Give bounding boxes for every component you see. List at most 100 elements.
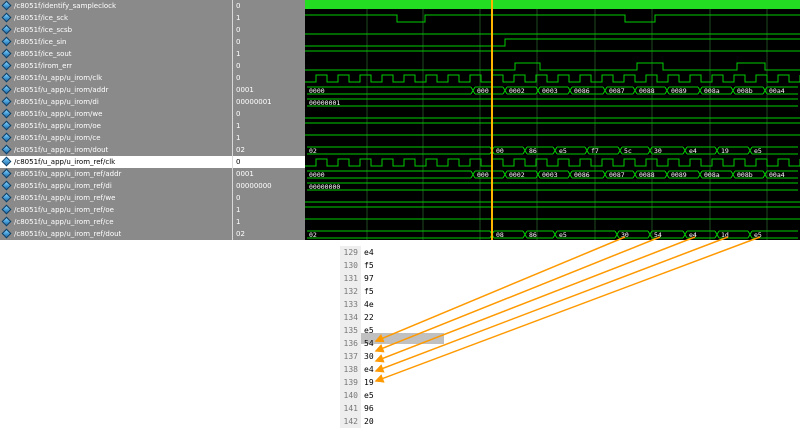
sampleclock-band <box>305 0 800 9</box>
bus-value-label: 000 <box>477 87 489 95</box>
signal-row-selected[interactable]: /c8051f/u_app/u_irom_ref/clk <box>0 156 232 168</box>
signal-diamond-icon <box>1 156 12 167</box>
signal-value: 1 <box>236 50 241 58</box>
bus-value-label: 02 <box>309 147 317 155</box>
memory-value: 20 <box>364 417 374 426</box>
bus-value-label: 008a <box>704 87 720 95</box>
signal-row[interactable]: /c8051f/identify_sampleclock <box>0 0 232 12</box>
signal-value-panel: 0 1 0 0 1 0 0 0001 00000001 0 1 1 02 0 0… <box>232 0 305 240</box>
signal-diamond-icon <box>1 204 12 215</box>
signal-row[interactable]: /c8051f/u_app/u_irom/clk <box>0 72 232 84</box>
signal-name: /c8051f/ice_sck <box>14 14 68 22</box>
bus-value-label: 0000 <box>309 87 325 95</box>
bus-transition <box>502 86 508 95</box>
bus-transition <box>664 170 670 179</box>
signal-name: /c8051f/u_app/u_irom/we <box>14 110 103 118</box>
signal-diamond-icon <box>1 120 12 131</box>
bus-value-label: e5 <box>559 231 567 239</box>
signal-name: /c8051f/u_app/u_irom_ref/we <box>14 194 116 202</box>
signal-name: /c8051f/ice_sin <box>14 38 67 46</box>
bus-value-label: 30 <box>621 231 629 239</box>
memory-line-number: 134 <box>340 311 361 324</box>
bus-value-label: 0088 <box>639 87 655 95</box>
signal-name: /c8051f/u_app/u_irom/oe <box>14 122 101 130</box>
signal-value: 1 <box>236 218 241 226</box>
bus-value-label: 0003 <box>542 87 558 95</box>
signal-row[interactable]: /c8051f/ice_scsb <box>0 24 232 36</box>
signal-name: /c8051f/identify_sampleclock <box>14 2 117 10</box>
signal-name: /c8051f/u_app/u_irom_ref/clk <box>14 158 116 166</box>
signal-row[interactable]: /c8051f/u_app/u_irom/dout <box>0 144 232 156</box>
signal-trace <box>305 158 800 167</box>
bus-transition <box>470 170 476 179</box>
signal-name: /c8051f/u_app/u_irom_ref/addr <box>14 170 122 178</box>
signal-value: 0 <box>236 62 241 70</box>
signal-value: 0001 <box>236 86 254 94</box>
bus-transition <box>747 146 753 155</box>
bus-value-label: 008b <box>737 87 753 95</box>
signal-diamond-icon <box>1 216 12 227</box>
signal-row[interactable]: /c8051f/u_app/u_irom/we <box>0 108 232 120</box>
signal-value: 0001 <box>236 170 254 178</box>
signal-row[interactable]: /c8051f/u_app/u_irom/ce <box>0 132 232 144</box>
bus-value-label: 0002 <box>509 171 525 179</box>
bus-transition <box>602 86 608 95</box>
bus-value-label: e5 <box>754 147 762 155</box>
bus-transition <box>552 146 558 155</box>
bus-value-label: 19 <box>721 147 729 155</box>
bus-value-label: 0087 <box>609 171 625 179</box>
signal-row[interactable]: /c8051f/ice_sout <box>0 48 232 60</box>
signal-name-panel: /c8051f/identify_sampleclock /c8051f/ice… <box>0 0 232 240</box>
signal-value-selected: 0 <box>233 156 305 168</box>
bus-value-label: 02 <box>309 231 317 239</box>
signal-row[interactable]: /c8051f/u_app/u_irom_ref/addr <box>0 168 232 180</box>
signal-trace <box>305 38 800 47</box>
bus-value-label: f7 <box>591 147 599 155</box>
memory-line-number: 132 <box>340 285 361 298</box>
signal-diamond-icon <box>1 144 12 155</box>
bus-value-label: 0003 <box>542 171 558 179</box>
signal-row[interactable]: /c8051f/ice_sin <box>0 36 232 48</box>
bus-value-label: 00a4 <box>769 171 785 179</box>
bus-value-label: 0086 <box>574 87 590 95</box>
signal-value: 0 <box>236 26 241 34</box>
signal-row[interactable]: /c8051f/u_app/u_irom_ref/we <box>0 192 232 204</box>
signal-row[interactable]: /c8051f/u_app/u_irom/oe <box>0 120 232 132</box>
signal-row[interactable]: /c8051f/u_app/u_irom_ref/ce <box>0 216 232 228</box>
bus-transition <box>647 146 653 155</box>
signal-row[interactable]: /c8051f/u_app/u_irom_ref/di <box>0 180 232 192</box>
signal-value: 1 <box>236 206 241 214</box>
memory-value: f5 <box>364 261 374 270</box>
memory-line-number: 137 <box>340 350 361 363</box>
signal-row[interactable]: /c8051f/ice_sck <box>0 12 232 24</box>
bus-value-label: 00000001 <box>309 99 340 107</box>
bus-value-label: e5 <box>559 147 567 155</box>
signal-name: /c8051f/irom_err <box>14 62 73 70</box>
signal-row[interactable]: /c8051f/u_app/u_irom_ref/oe <box>0 204 232 216</box>
signal-row[interactable]: /c8051f/irom_err <box>0 60 232 72</box>
signal-name: /c8051f/u_app/u_irom/dout <box>14 146 109 154</box>
bus-transition <box>602 170 608 179</box>
signal-name: /c8051f/u_app/u_irom/di <box>14 98 99 106</box>
signal-row[interactable]: /c8051f/u_app/u_irom/di <box>0 96 232 108</box>
bus-value-label: 0000 <box>309 171 325 179</box>
memory-line-number: 140 <box>340 389 361 402</box>
bus-transition <box>632 86 638 95</box>
signal-row[interactable]: /c8051f/u_app/u_irom/addr <box>0 84 232 96</box>
bus-transition <box>567 86 573 95</box>
bus-value-label: e4 <box>689 231 697 239</box>
signal-row[interactable]: /c8051f/u_app/u_irom_ref/dout <box>0 228 232 240</box>
signal-diamond-icon <box>1 72 12 83</box>
signal-name: /c8051f/u_app/u_irom_ref/dout <box>14 230 122 238</box>
bus-transition <box>762 86 768 95</box>
bus-value-label: 000 <box>477 171 489 179</box>
signal-diamond-icon <box>1 180 12 191</box>
